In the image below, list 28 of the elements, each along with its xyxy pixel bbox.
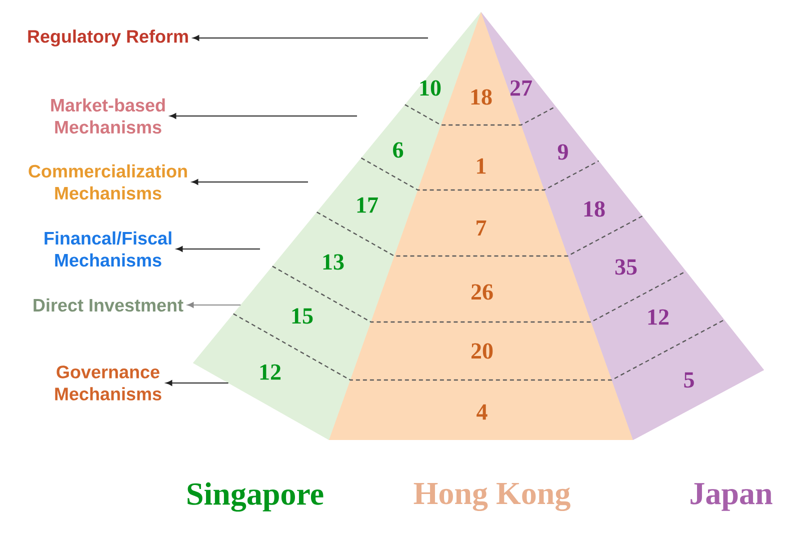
category-label: Regulatory Reform: [28, 30, 188, 46]
category-label: Financal/Fiscal Mechanisms: [44, 231, 172, 267]
arrow: [187, 302, 241, 308]
pyramid-band: 9: [521, 106, 599, 190]
country-name: Singapore: [188, 482, 324, 512]
node-label: 9: [558, 144, 568, 160]
arrow: [192, 35, 428, 41]
arrow: [170, 113, 357, 119]
country-name: Japan: [690, 483, 772, 511]
category-label: Direct Investment: [34, 298, 184, 312]
country-name: Hong Kong: [414, 483, 570, 511]
pyramid-band: 20: [350, 322, 612, 380]
arrow: [176, 246, 260, 252]
node-label: 17: [357, 197, 378, 213]
pyramid-band: 18: [544, 160, 642, 256]
pyramid-band: 4: [329, 380, 633, 440]
arrow: [192, 179, 308, 185]
category-label: Governance Mechanisms: [55, 366, 162, 400]
node-label: 6: [393, 142, 404, 158]
pyramid-band: 26: [370, 256, 592, 322]
pyramid-band: 1: [418, 125, 544, 190]
category-label: Commercialization Mechanisms: [28, 164, 187, 200]
node-label: 12: [260, 364, 281, 380]
pyramid-band: 6: [361, 104, 441, 190]
pyramid-band: 7: [394, 190, 568, 256]
category-label: Market-based Mechanisms: [51, 98, 165, 134]
node-label: 18: [584, 201, 605, 217]
arrow: [166, 380, 228, 386]
